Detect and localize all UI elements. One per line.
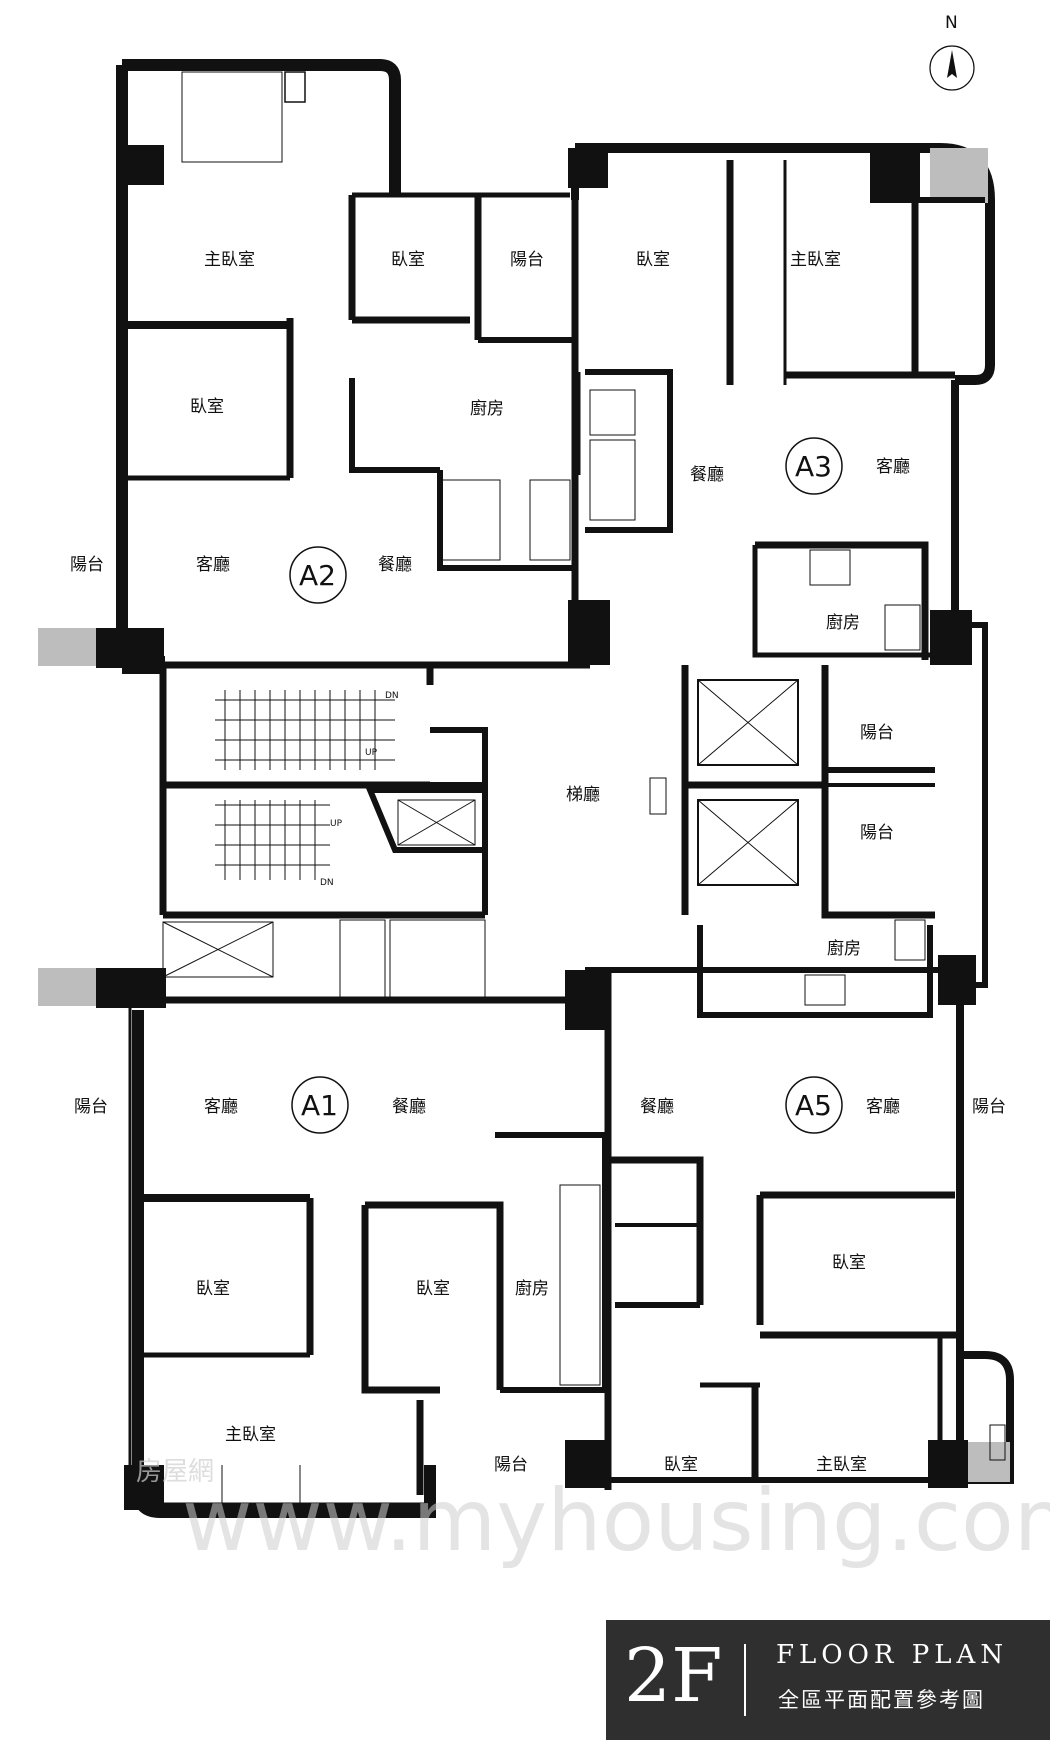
watermark-brand: 房屋網 — [136, 1457, 214, 1487]
room-a3-master-bedroom: 主臥室 — [790, 250, 841, 270]
room-a3-kitchen: 廚房 — [826, 612, 860, 633]
floor-plan-title: FLOOR PLAN — [776, 1640, 1009, 1670]
room-a2-kitchen: 廚房 — [470, 398, 504, 419]
hatched-corners — [38, 148, 1010, 1482]
unit-label-a3: A3 — [795, 450, 832, 483]
unit-marker-a5: A5 — [785, 1076, 843, 1134]
room-a5-bedroom-2: 臥室 — [664, 1455, 698, 1475]
compass-label: N — [945, 13, 958, 33]
room-a1-kitchen: 廚房 — [515, 1278, 549, 1299]
room-a3-dining: 餐廳 — [690, 465, 724, 485]
room-a5-master-bedroom: 主臥室 — [816, 1455, 867, 1475]
room-a5-living: 客廳 — [866, 1097, 900, 1117]
room-a1-living: 客廳 — [204, 1097, 238, 1117]
room-a3-bedroom: 臥室 — [636, 250, 670, 270]
stair-dn-label-lower: DN — [320, 878, 334, 888]
unit-marker-a2: A2 — [289, 546, 347, 604]
room-a2-balcony-north: 陽台 — [510, 250, 544, 270]
north-compass: N — [929, 13, 975, 91]
unit-marker-a1: A1 — [291, 1076, 349, 1134]
floor-plan-subtitle: 全區平面配置參考圖 — [778, 1688, 985, 1712]
room-balcony-core-2: 陽台 — [860, 823, 894, 843]
walls-unit-a1 — [138, 1132, 608, 1510]
room-labels: 主臥室 臥室 陽台 臥室 廚房 陽台 客廳 餐廳 臥室 主臥室 餐廳 客廳 廚房… — [70, 250, 1006, 1475]
structural-columns — [96, 145, 976, 1510]
walls-unit-a3 — [585, 160, 985, 660]
compass-circle — [929, 45, 975, 91]
room-elevator-lobby: 梯廳 — [566, 785, 600, 805]
unit-markers: A2 A3 A1 A5 — [289, 437, 843, 1134]
stair-up-label: UP — [365, 748, 378, 758]
stair-dn-label: DN — [385, 691, 399, 701]
compass-arrow-icon — [947, 50, 957, 78]
room-a1-balcony-south: 陽台 — [494, 1455, 528, 1475]
floor-plan-caption: 2F FLOOR PLAN 全區平面配置參考圖 — [606, 1620, 1050, 1740]
room-a2-bedroom-1: 臥室 — [391, 250, 425, 270]
room-a1-master-bedroom: 主臥室 — [225, 1425, 276, 1445]
room-a1-bedroom-2: 臥室 — [416, 1279, 450, 1299]
stair-up-label-lower: UP — [330, 819, 343, 829]
floor-number: 2F — [624, 1633, 723, 1719]
watermark: 房屋網 www.myhousing.com.tw — [136, 1457, 1050, 1571]
watermark-url: www.myhousing.com.tw — [182, 1471, 1050, 1571]
room-a2-living: 客廳 — [196, 555, 230, 575]
room-a1-balcony: 陽台 — [74, 1097, 108, 1117]
unit-marker-a3: A3 — [785, 437, 843, 495]
caption-divider — [744, 1644, 746, 1716]
room-a3-living: 客廳 — [876, 457, 910, 477]
room-a5-bedroom-1: 臥室 — [832, 1253, 866, 1273]
room-a5-balcony: 陽台 — [972, 1097, 1006, 1117]
room-balcony-core-1: 陽台 — [860, 723, 894, 743]
unit-label-a1: A1 — [301, 1089, 338, 1122]
room-a2-dining: 餐廳 — [378, 555, 412, 575]
room-a2-bedroom-2: 臥室 — [190, 397, 224, 417]
unit-label-a5: A5 — [795, 1089, 832, 1122]
walls-unit-a2 — [122, 71, 581, 571]
room-a1-bedroom-1: 臥室 — [196, 1279, 230, 1299]
room-a5-dining: 餐廳 — [640, 1097, 674, 1117]
room-a5-kitchen: 廚房 — [827, 938, 861, 959]
walls-unit-a5 — [608, 919, 1006, 1480]
walls-core: DN UP UP DN — [159, 665, 935, 1001]
room-a2-balcony-west: 陽台 — [70, 555, 104, 575]
unit-label-a2: A2 — [299, 559, 336, 592]
room-a2-master-bedroom: 主臥室 — [204, 250, 255, 270]
room-a1-dining: 餐廳 — [392, 1097, 426, 1117]
